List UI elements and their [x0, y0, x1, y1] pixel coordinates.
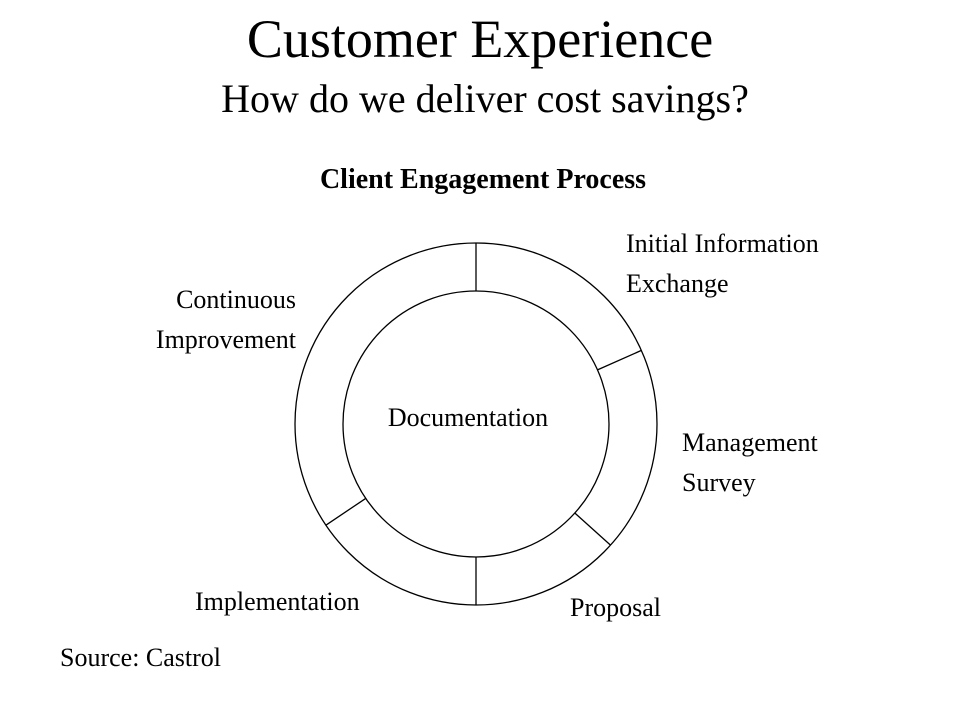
stage-label-line2: Survey — [682, 468, 756, 497]
stage-label-line1: Implementation — [195, 587, 360, 616]
stage-label-continuous-improvement: Continuous Improvement — [96, 280, 296, 360]
slide-title: Customer Experience — [246, 9, 714, 69]
stage-label-line2: Improvement — [155, 325, 296, 354]
stage-label-management-survey: Management Survey — [682, 423, 818, 503]
stage-label-line1: Proposal — [570, 593, 661, 622]
slide-subtitle: How do we deliver cost savings? — [221, 76, 749, 121]
segment-divider-5 — [325, 497, 367, 526]
diagram-title: Client Engagement Process — [319, 164, 647, 195]
segment-divider-2 — [597, 349, 642, 371]
stage-label-line2: Exchange — [626, 269, 729, 298]
stage-label-line1: Continuous — [176, 285, 296, 314]
center-label: Documentation — [388, 403, 548, 432]
stage-label-proposal: Proposal — [570, 588, 661, 628]
stage-label-line1: Initial Information — [626, 229, 819, 258]
segment-divider-3 — [574, 512, 611, 546]
source-note: Source: Castrol — [60, 643, 222, 672]
stage-label-implementation: Implementation — [195, 582, 360, 622]
stage-label-line1: Management — [682, 428, 818, 457]
stage-label-initial-information-exchange: Initial Information Exchange — [626, 224, 819, 304]
segment-dividers — [325, 243, 642, 605]
